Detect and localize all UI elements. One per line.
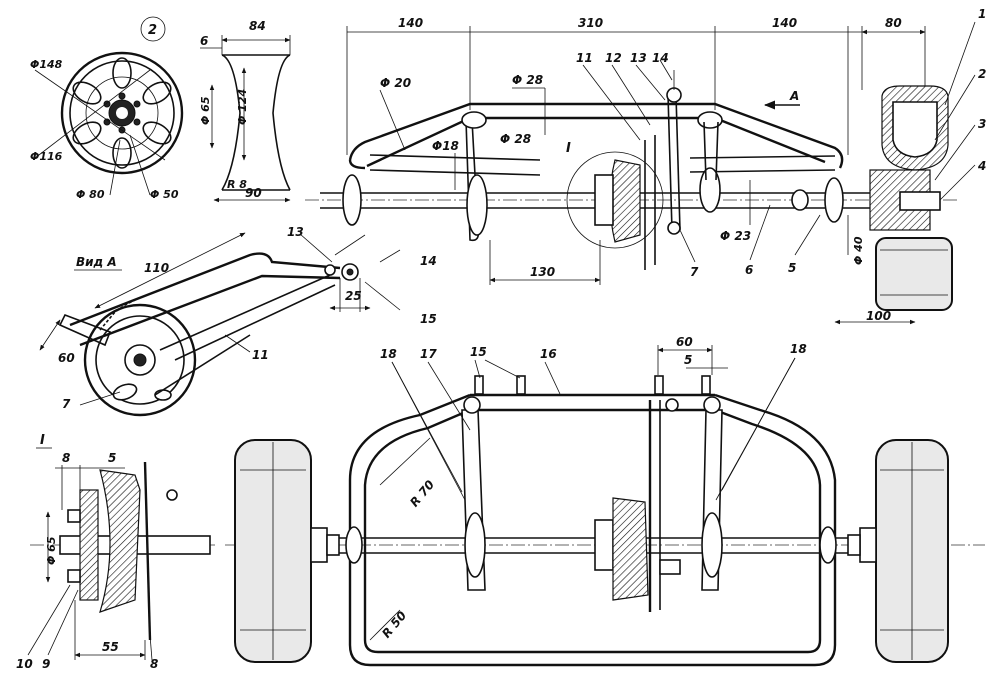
part-1: 1 <box>978 7 986 21</box>
plan-view: 60 5 R 70 R 50 18 17 15 16 18 <box>225 335 985 667</box>
legs <box>461 111 723 242</box>
dim-hub-d80: Φ 80 <box>76 188 105 201</box>
dim-wheel-d124: Φ 124 <box>236 89 249 125</box>
part-2: 2 <box>978 67 986 81</box>
part-14-a: 14 <box>652 51 669 65</box>
dim-plan-5: 5 <box>684 353 692 367</box>
top-dimension-lines <box>346 26 926 155</box>
brake-assembly-elevation <box>566 70 682 270</box>
dim-d20: Φ 20 <box>380 76 411 90</box>
part-18-a: 18 <box>380 347 397 361</box>
part-7-b: 7 <box>62 397 71 411</box>
dim-arm-25: 25 <box>345 289 362 303</box>
plan-right-wheel <box>847 439 949 663</box>
dim-sec-5: 5 <box>108 451 116 465</box>
plan-legs <box>345 396 837 591</box>
part-5: 5 <box>788 261 796 275</box>
part-8: 8 <box>150 657 158 671</box>
dim-310: 310 <box>578 16 603 30</box>
dim-d28-a: Φ 28 <box>512 73 543 87</box>
plan-brake-drum <box>594 398 681 612</box>
dim-d28-b: Φ 28 <box>500 132 531 146</box>
section-i-detail: I 8 5 Φ 65 55 10 9 8 <box>16 433 215 671</box>
dim-sec-d65: Φ 65 <box>45 536 58 565</box>
dim-80: 80 <box>885 16 902 30</box>
part-14-b: 14 <box>420 254 437 268</box>
circle-number-2: 2 <box>148 23 157 38</box>
part-9: 9 <box>42 657 50 671</box>
part-6: 6 <box>745 263 753 277</box>
dim-hub-d50: Φ 50 <box>150 188 179 201</box>
dim-hub-d148: Φ148 <box>30 58 63 71</box>
view-a: Вид А 110 60 25 13 14 15 11 <box>39 225 437 417</box>
dim-plan-r50: R 50 <box>379 609 409 641</box>
dim-100: 100 <box>866 309 891 323</box>
part-11-a: 11 <box>576 51 593 65</box>
right-wheel-section <box>869 85 953 311</box>
part-13-a: 13 <box>630 51 647 65</box>
frame-tube <box>348 102 844 176</box>
dim-arm-110: 110 <box>144 261 169 275</box>
elevation-leaders <box>582 21 976 263</box>
part-16: 16 <box>540 347 557 361</box>
wheel-hub-front-view: 2 Φ148 Φ116 Φ 80 Φ 50 <box>30 16 184 201</box>
part-17: 17 <box>420 347 437 361</box>
dim-wheel-6: 6 <box>200 34 208 48</box>
end-bearings <box>342 174 844 226</box>
dim-sec-55: 55 <box>102 640 119 654</box>
part-12: 12 <box>605 51 622 65</box>
part-7-a: 7 <box>690 265 699 279</box>
plan-left-wheel <box>234 439 340 663</box>
dim-wheel-r8: R 8 <box>227 178 247 191</box>
part-4: 4 <box>977 159 986 173</box>
hub-spokes <box>72 57 172 169</box>
part-18-b: 18 <box>790 342 807 356</box>
dim-arm-60: 60 <box>58 351 75 365</box>
arrow-a-label: А <box>789 89 799 103</box>
dim-wheel-84: 84 <box>249 19 266 33</box>
dim-sec-8: 8 <box>62 451 70 465</box>
dim-plan-r70: R 70 <box>407 478 437 510</box>
dim-hub-d116: Φ116 <box>30 150 63 163</box>
part-3: 3 <box>978 117 986 131</box>
part-15-a: 15 <box>420 312 437 326</box>
dim-140-left: 140 <box>398 16 423 30</box>
part-10: 10 <box>16 657 33 671</box>
section-i-marker: I <box>566 141 571 156</box>
dim-d40: Φ 40 <box>852 236 865 265</box>
rim-section-view: 84 6 Φ 65 Φ 124 R 8 90 <box>199 19 291 203</box>
dim-d18: Φ18 <box>432 139 459 153</box>
part-13-b: 13 <box>287 225 304 239</box>
plan-frame <box>348 393 837 667</box>
section-i-title: I <box>40 433 45 448</box>
dim-wheel-90: 90 <box>245 186 262 200</box>
dim-wheel-d65: Φ 65 <box>199 96 212 125</box>
elevation-view: 140 310 140 80 <box>305 7 986 325</box>
dim-d23: Φ 23 <box>720 229 751 243</box>
dim-130: 130 <box>530 265 555 279</box>
part-11-b: 11 <box>252 348 269 362</box>
dim-plan-60: 60 <box>676 335 693 349</box>
part-15-b: 15 <box>470 345 487 359</box>
view-a-title: Вид А <box>76 255 117 269</box>
dim-140-right: 140 <box>772 16 797 30</box>
